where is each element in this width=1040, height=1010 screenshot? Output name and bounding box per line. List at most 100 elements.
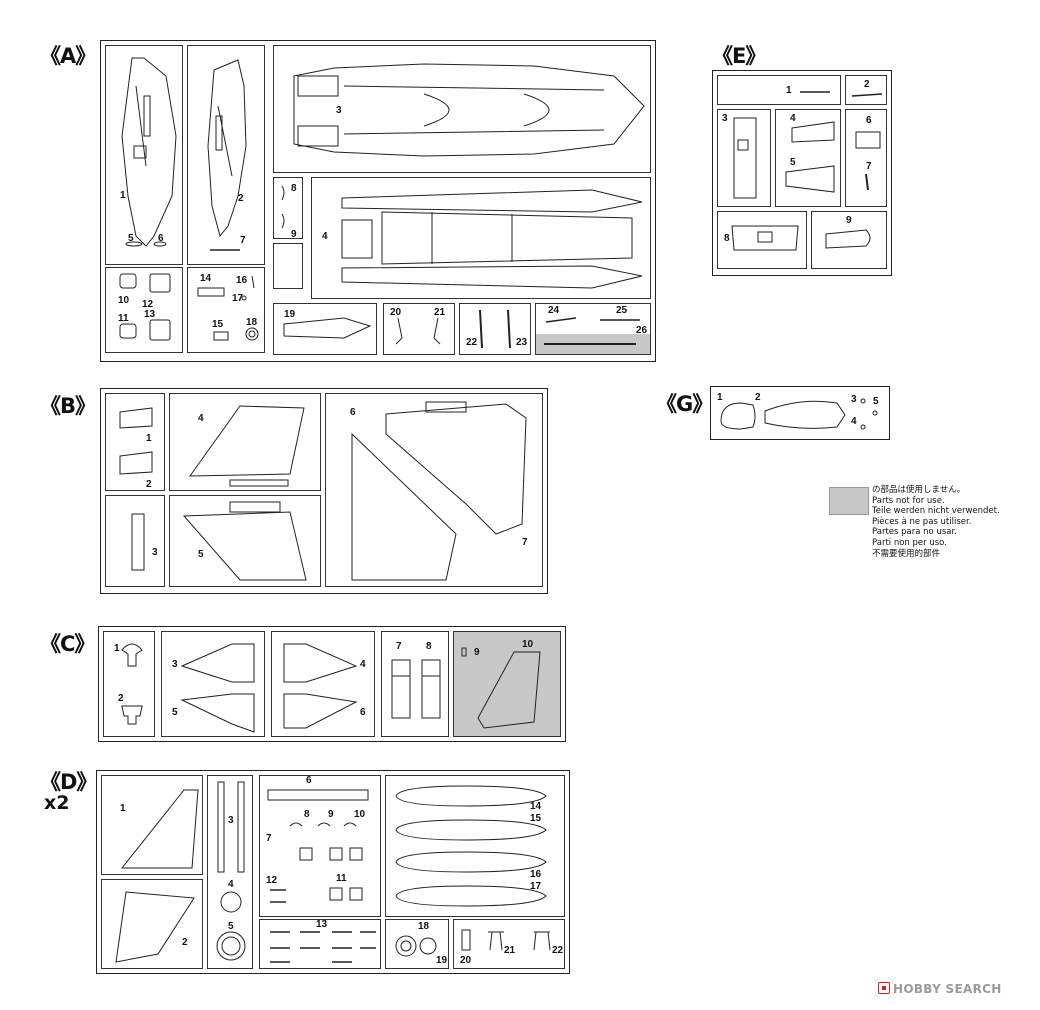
main-wings-b6-b7-icon — [351, 401, 527, 581]
part-c7: 7 — [396, 641, 402, 652]
sprue-a-cell-part-24-26: 24 25 26 — [535, 303, 651, 355]
not-for-use-legend: の部品は使用しません。 Parts not for use. Teile wer… — [872, 485, 1000, 559]
not-for-use-swatch — [829, 487, 869, 515]
legend-line-it: Parti non per uso. — [872, 537, 947, 548]
part-g2: 2 — [755, 392, 761, 403]
part-e3: 3 — [722, 113, 728, 124]
sprue-d-cell-part-3-5: 3 4 5 — [207, 775, 253, 969]
sprue-e-cell-part-6-7: 6 7 — [845, 109, 887, 207]
part-b1: 1 — [146, 433, 152, 444]
parts-d20-d22-icon — [461, 929, 551, 951]
rod-e2-icon — [851, 93, 883, 97]
sprue-a-cell-part-4: 4 — [311, 177, 651, 299]
part-d12: 12 — [266, 875, 278, 886]
sprue-a-cell-part-22-23: 22 23 — [459, 303, 531, 355]
sprue-e-cell-part-8: 8 — [717, 211, 807, 269]
part-d9: 9 — [328, 809, 334, 820]
part-a17: 17 — [232, 293, 244, 304]
stabilizers-c4-c6-icon — [283, 643, 358, 729]
part-a3: 3 — [336, 105, 342, 116]
part-a20: 20 — [390, 307, 402, 318]
part-d2: 2 — [182, 937, 188, 948]
fuselage-half-left-icon — [121, 57, 177, 247]
parts-c1-c2-icon — [121, 643, 143, 725]
part-e2: 2 — [864, 79, 870, 90]
strut-pair-icon — [281, 185, 285, 229]
sprue-a-cell-part-3: 3 — [273, 45, 651, 173]
sprue-b-cell-part-5: 5 — [169, 495, 321, 587]
panel-b3-icon — [131, 513, 145, 571]
sprue-b-cell-part-4: 4 — [169, 393, 321, 491]
part-a1: 1 — [120, 190, 126, 201]
hobby-search-logo-icon — [878, 982, 890, 994]
fin-d2-icon — [115, 891, 195, 963]
part-a16: 16 — [236, 275, 248, 286]
part-b2: 2 — [146, 479, 152, 490]
sprue-c-cell-part-3-5: 3 5 — [161, 631, 265, 737]
sprue-c-cell-part-7-8: 7 8 — [381, 631, 449, 737]
part-b7: 7 — [522, 537, 528, 548]
sprue-a-frame: 1 5 6 2 7 3 8 9 — [100, 40, 656, 362]
part-a2: 2 — [238, 193, 244, 204]
rod-e1-icon — [800, 91, 830, 93]
part-a7: 7 — [240, 235, 246, 246]
sprue-e-cell-part-2: 2 — [845, 75, 887, 105]
sprue-e-cell-part-9: 9 — [811, 211, 887, 269]
wing-b5-icon — [182, 501, 307, 581]
part-a26: 26 — [636, 325, 648, 336]
parts-e6-e7-icon — [855, 131, 881, 191]
part-c8: 8 — [426, 641, 432, 652]
sprue-c-label: 《C》 — [40, 632, 95, 656]
fuselage-half-right-icon — [207, 59, 247, 251]
part-d17: 17 — [530, 881, 542, 892]
panel-e9-icon — [825, 229, 871, 249]
part-c9: 9 — [474, 647, 480, 658]
part-a13: 13 — [144, 309, 156, 320]
part-a11: 11 — [118, 313, 129, 324]
part-d21: 21 — [504, 945, 516, 956]
strips-d13-icon — [270, 931, 376, 963]
panels-c7-c8-icon — [391, 659, 441, 719]
part-g1: 1 — [717, 392, 723, 403]
part-a14: 14 — [200, 273, 212, 284]
part-g4: 4 — [851, 416, 857, 427]
sprue-g-label: 《G》 — [656, 392, 713, 416]
panels-b1-b2-icon — [119, 407, 153, 475]
legend-line-zh: 不需要使用的部件 — [872, 548, 941, 559]
struts-22-23-icon — [479, 309, 511, 349]
sprue-a-cell-part-10-13: 10 12 11 13 — [105, 267, 183, 353]
sprue-b-cell-part-3: 3 — [105, 495, 165, 587]
sprue-a-cell-part-8-9: 8 9 — [273, 177, 303, 240]
part-a25: 25 — [616, 305, 628, 316]
part-e7: 7 — [866, 161, 872, 172]
part-a6: 6 — [158, 233, 164, 244]
sprue-a-label: 《A》 — [40, 44, 96, 68]
part-d11: 11 — [336, 873, 347, 884]
sprue-d-cell-part-1: 1 — [101, 775, 203, 875]
part-g5: 5 — [873, 396, 879, 407]
part-d7: 7 — [266, 833, 272, 844]
part-d18: 18 — [418, 921, 430, 932]
part-d22: 22 — [552, 945, 564, 956]
tail-fin-c10-icon — [461, 647, 541, 729]
part-d3: 3 — [228, 815, 234, 826]
canopy-g-icon — [720, 398, 878, 430]
sprue-d-cell-part-6-13: 6 8 9 10 7 12 11 — [259, 775, 381, 917]
part-d15: 15 — [530, 813, 542, 824]
sprue-c-cell-part-4-6: 4 6 — [271, 631, 375, 737]
part-a9: 9 — [291, 229, 297, 240]
part-b4: 4 — [198, 413, 204, 424]
part-b6: 6 — [350, 407, 356, 418]
part-e1: 1 — [786, 85, 792, 96]
part-d13: 13 — [316, 919, 328, 930]
part-g3: 3 — [851, 394, 857, 405]
part-d4: 4 — [228, 879, 234, 890]
panel-19-icon — [283, 317, 372, 339]
sprue-d-cell-part-2: 2 — [101, 879, 203, 969]
part-d5: 5 — [228, 921, 234, 932]
part-d16: 16 — [530, 869, 542, 880]
sprue-e-frame: 1 2 3 4 5 6 7 8 — [712, 70, 892, 276]
part-a15: 15 — [212, 319, 224, 330]
small-parts-d6-d13-icon — [267, 789, 369, 903]
part-e6: 6 — [866, 115, 872, 126]
